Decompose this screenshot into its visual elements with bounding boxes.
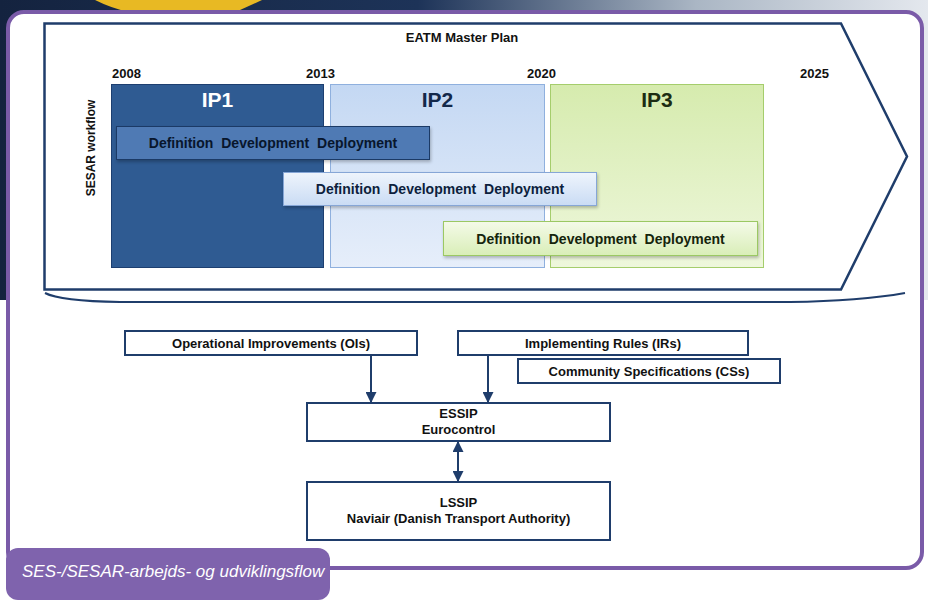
node-text: LSSIP (440, 495, 478, 511)
node-subtext: Eurocontrol (422, 422, 496, 438)
node-text: Operational Improvements (OIs) (172, 336, 370, 351)
process-box: Community Specifications (CSs) (517, 358, 781, 384)
node-text: Definition Development Deployment (316, 181, 564, 197)
caption-tab (6, 548, 330, 600)
process-box: ESSIPEurocontrol (306, 402, 611, 442)
year-label: 2025 (800, 66, 829, 81)
process-box: Implementing Rules (IRs) (457, 330, 749, 356)
node-text: ESSIP (439, 406, 477, 422)
workflow-bar: Definition Development Deployment (283, 172, 597, 206)
node-text: Definition Development Deployment (149, 135, 397, 151)
year-label: 2013 (306, 66, 335, 81)
axis-label: SESAR workflow (84, 100, 98, 197)
arrow-outline-shape (45, 24, 908, 290)
workflow-bar: Definition Development Deployment (116, 126, 430, 160)
connector-arrow (370, 356, 372, 402)
caption: SES-/SESAR-arbejds- og udviklingsflow (22, 562, 324, 582)
panel (8, 12, 922, 568)
node-text: EATM Master Plan (406, 30, 518, 45)
node-text: Implementing Rules (IRs) (525, 336, 681, 351)
process-box: LSSIPNaviair (Danish Transport Authority… (306, 481, 611, 541)
funnel-bracket (45, 293, 905, 302)
connector-arrow (457, 442, 459, 481)
year-label: 2020 (527, 66, 556, 81)
master-plan-arrow: EATM Master PlanIP1 IP2 IP3Definition Deve… (43, 22, 909, 291)
node-text: IP2 (422, 88, 454, 112)
node-text: IP3 (641, 88, 673, 112)
node-text: IP1 (202, 88, 234, 112)
photo-strip (0, 0, 928, 300)
year-label: 2008 (112, 66, 141, 81)
workflow-bar: Definition Development Deployment (443, 221, 758, 256)
connector-arrow (487, 356, 489, 402)
node-subtext: Naviair (Danish Transport Authority) (347, 511, 570, 527)
node-text: Community Specifications (CSs) (549, 364, 750, 379)
process-box: Operational Improvements (OIs) (124, 330, 418, 356)
node-text: Definition Development Deployment (476, 231, 724, 247)
